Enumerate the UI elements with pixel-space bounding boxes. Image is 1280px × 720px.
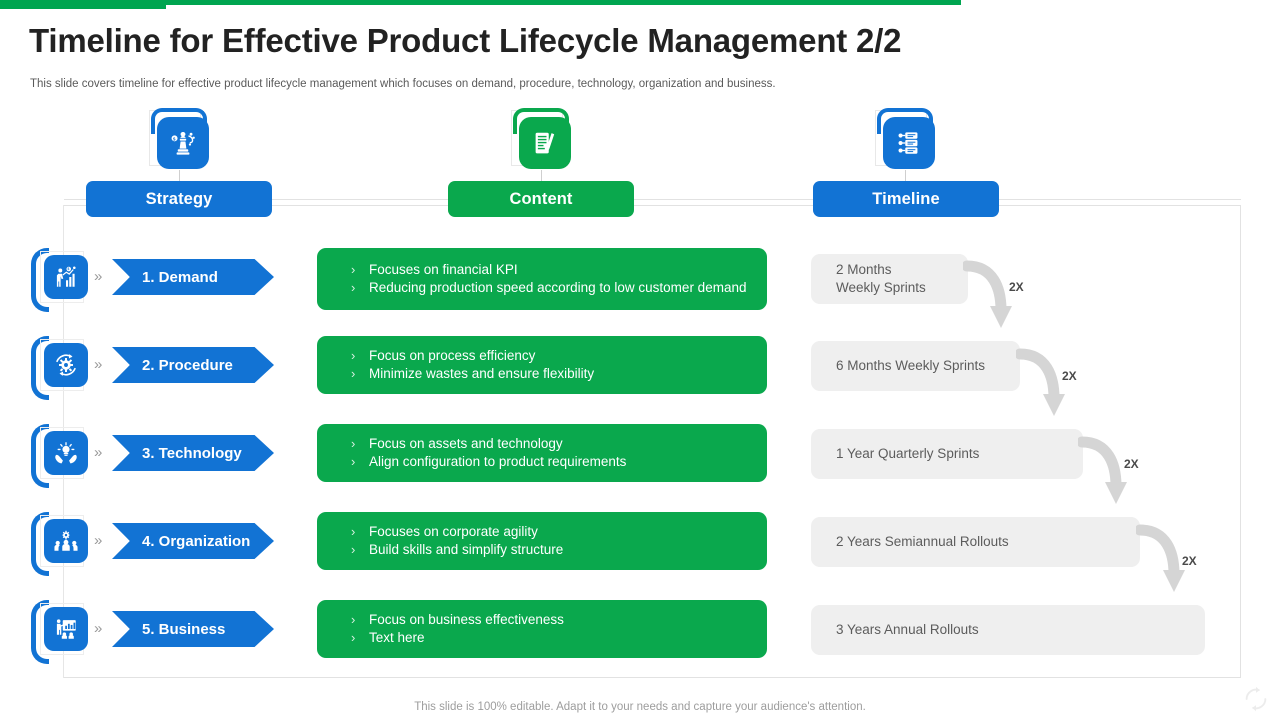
step-banner-organization[interactable]: 4. Organization bbox=[112, 523, 274, 559]
bullet-icon: › bbox=[351, 454, 356, 469]
list-item: ›Text here bbox=[351, 630, 425, 645]
document-edit-icon bbox=[519, 117, 571, 169]
multiplier-label: 2X bbox=[1182, 554, 1197, 568]
innovation-hands-icon bbox=[44, 431, 88, 475]
header-rail-segment bbox=[634, 199, 814, 200]
row-bracket bbox=[31, 600, 49, 664]
step-banner-procedure[interactable]: 2. Procedure bbox=[112, 347, 274, 383]
list-item: ›Minimize wastes and ensure flexibility bbox=[351, 366, 595, 381]
svg-text:$: $ bbox=[67, 267, 69, 271]
row-chevron-icon: » bbox=[94, 620, 103, 637]
multiplier-label: 2X bbox=[1009, 280, 1024, 294]
header-rail-segment bbox=[272, 199, 449, 200]
timeline-line: 2 Years Semiannual Rollouts bbox=[836, 534, 1009, 549]
list-item: ›Focuses on financial KPI bbox=[351, 262, 518, 277]
content-card-business: ›Focus on business effectiveness ›Text h… bbox=[317, 600, 767, 658]
flow-arrow-icon bbox=[1136, 524, 1196, 600]
content-card-procedure: ›Focus on process efficiency ›Minimize w… bbox=[317, 336, 767, 394]
content-card-technology: ›Focus on assets and technology ›Align c… bbox=[317, 424, 767, 482]
timeline-box-3: 1 Year Quarterly Sprints bbox=[811, 429, 1083, 479]
page-subtitle: This slide covers timeline for effective… bbox=[30, 78, 776, 90]
list-item: ›Focus on assets and technology bbox=[351, 436, 563, 451]
timeline-box-4: 2 Years Semiannual Rollouts bbox=[811, 517, 1140, 567]
timeline-icon-group bbox=[869, 108, 941, 188]
refresh-cycle-watermark-icon bbox=[1241, 684, 1271, 714]
bullet-icon: › bbox=[351, 436, 356, 451]
list-item: ›Focus on process efficiency bbox=[351, 348, 536, 363]
row-chevron-icon: » bbox=[94, 444, 103, 461]
multiplier-label: 2X bbox=[1124, 457, 1139, 471]
column-header-strategy: $ bbox=[143, 108, 215, 188]
header-rail-segment bbox=[64, 199, 87, 200]
connector-stem bbox=[905, 170, 906, 188]
bullet-icon: › bbox=[351, 612, 356, 627]
bullet-icon: › bbox=[351, 366, 356, 381]
timeline-box-1: 2 Months Weekly Sprints bbox=[811, 254, 968, 304]
flow-arrow-icon bbox=[1016, 348, 1076, 424]
step-banner-demand[interactable]: 1. Demand bbox=[112, 259, 274, 295]
top-accent-bar-thick bbox=[0, 0, 166, 9]
checklist-icon bbox=[883, 117, 935, 169]
bullet-icon: › bbox=[351, 280, 356, 295]
column-pill-timeline[interactable]: Timeline bbox=[813, 181, 999, 217]
footer-note: This slide is 100% editable. Adapt it to… bbox=[414, 701, 866, 713]
step-banner-technology[interactable]: 3. Technology bbox=[112, 435, 274, 471]
page-title: Timeline for Effective Product Lifecycle… bbox=[29, 22, 902, 59]
list-item: ›Focus on business effectiveness bbox=[351, 612, 564, 627]
top-accent-bar-thin bbox=[166, 0, 961, 5]
column-pill-content[interactable]: Content bbox=[448, 181, 634, 217]
row-chevron-icon: » bbox=[94, 268, 103, 285]
list-item: ›Focuses on corporate agility bbox=[351, 524, 538, 539]
svg-text:$: $ bbox=[173, 137, 176, 142]
row-bracket bbox=[31, 424, 49, 488]
content-card-organization: ›Focuses on corporate agility ›Build ski… bbox=[317, 512, 767, 570]
timeline-line: Weekly Sprints bbox=[836, 280, 926, 295]
list-item: ›Reducing production speed according to … bbox=[351, 280, 747, 295]
timeline-box-2: 6 Months Weekly Sprints bbox=[811, 341, 1020, 391]
row-bracket bbox=[31, 512, 49, 576]
gear-cycle-icon bbox=[44, 343, 88, 387]
bullet-icon: › bbox=[351, 630, 356, 645]
growth-chart-person-icon: $ bbox=[44, 255, 88, 299]
header-rail-segment bbox=[999, 199, 1241, 200]
content-card-demand: ›Focuses on financial KPI ›Reducing prod… bbox=[317, 248, 767, 310]
row-bracket bbox=[31, 248, 49, 312]
timeline-line: 3 Years Annual Rollouts bbox=[836, 622, 979, 637]
timeline-line: 6 Months Weekly Sprints bbox=[836, 358, 986, 373]
bullet-icon: › bbox=[351, 524, 356, 539]
strategy-chess-icon: $ bbox=[157, 117, 209, 169]
connector-stem bbox=[541, 170, 542, 188]
row-chevron-icon: » bbox=[94, 532, 103, 549]
bullet-icon: › bbox=[351, 262, 356, 277]
timeline-line: 2 Months bbox=[836, 262, 892, 277]
row-bracket bbox=[31, 336, 49, 400]
bullet-icon: › bbox=[351, 542, 356, 557]
list-item: ›Build skills and simplify structure bbox=[351, 542, 564, 557]
bullet-icon: › bbox=[351, 348, 356, 363]
column-header-timeline bbox=[869, 108, 941, 188]
timeline-box-5: 3 Years Annual Rollouts bbox=[811, 605, 1205, 655]
step-banner-business[interactable]: 5. Business bbox=[112, 611, 274, 647]
column-pill-strategy[interactable]: Strategy bbox=[86, 181, 272, 217]
flow-arrow-icon bbox=[1078, 436, 1138, 512]
team-gear-icon bbox=[44, 519, 88, 563]
multiplier-label: 2X bbox=[1062, 369, 1077, 383]
connector-stem bbox=[179, 170, 180, 188]
row-chevron-icon: » bbox=[94, 356, 103, 373]
column-header-content bbox=[505, 108, 577, 188]
content-icon-group bbox=[505, 108, 577, 188]
flow-arrow-icon bbox=[963, 260, 1023, 336]
list-item: ›Align configuration to product requirem… bbox=[351, 454, 627, 469]
presentation-board-icon bbox=[44, 607, 88, 651]
timeline-line: 1 Year Quarterly Sprints bbox=[836, 446, 980, 461]
strategy-icon-group: $ bbox=[143, 108, 215, 188]
